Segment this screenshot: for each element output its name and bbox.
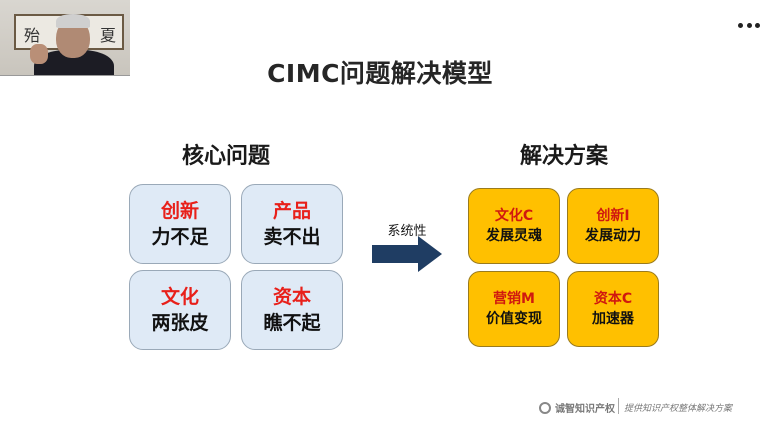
- problem-card: 创新 力不足: [129, 184, 231, 264]
- solution-description: 发展动力: [585, 228, 641, 244]
- more-options-icon[interactable]: [738, 18, 760, 32]
- solution-keyword: 营销M: [493, 291, 535, 307]
- presenter-hand: [30, 44, 48, 64]
- problem-description: 卖不出: [263, 226, 321, 248]
- solutions-heading: 解决方案: [519, 144, 608, 169]
- problem-description: 瞧不起: [263, 312, 321, 334]
- problem-keyword: 创新: [160, 200, 199, 222]
- brand-name: 诚智知识产权: [555, 404, 615, 415]
- presenter-video-tile[interactable]: 殆 顧 夏: [0, 0, 130, 76]
- core-problems-heading: 核心问题: [181, 144, 270, 169]
- calligraphy-char: 殆: [24, 26, 41, 45]
- problem-description: 两张皮: [151, 312, 209, 334]
- calligraphy-char: 夏: [100, 26, 117, 45]
- solution-description: 加速器: [592, 311, 634, 327]
- solution-description: 发展灵魂: [486, 228, 542, 244]
- arrow-label: 系统性: [387, 224, 427, 239]
- right-arrow-icon: [372, 236, 442, 272]
- problem-card: 文化 两张皮: [129, 270, 231, 350]
- problem-card: 产品 卖不出: [241, 184, 343, 264]
- solution-card: 营销M 价值变现: [468, 271, 560, 347]
- solution-card: 资本C 加速器: [567, 271, 659, 347]
- solution-keyword: 资本C: [593, 291, 633, 307]
- problem-description: 力不足: [151, 226, 209, 248]
- problem-keyword: 文化: [160, 286, 199, 308]
- solution-card: 文化C 发展灵魂: [468, 188, 560, 264]
- slide-title: CIMC问题解决模型: [267, 59, 493, 88]
- footer-divider: [618, 398, 619, 414]
- solution-keyword: 创新I: [596, 208, 630, 224]
- problem-keyword: 产品: [272, 200, 311, 222]
- brand-mark-icon: [539, 401, 551, 414]
- brand-slogan: 提供知识产权整体解决方案: [624, 404, 733, 414]
- presenter-hair: [56, 14, 90, 28]
- brand-logo: 诚智知识产权: [539, 400, 615, 415]
- solution-description: 价值变现: [486, 311, 542, 327]
- solution-keyword: 文化C: [494, 208, 534, 224]
- problem-keyword: 资本: [272, 286, 311, 308]
- problem-card: 资本 瞧不起: [241, 270, 343, 350]
- solution-card: 创新I 发展动力: [567, 188, 659, 264]
